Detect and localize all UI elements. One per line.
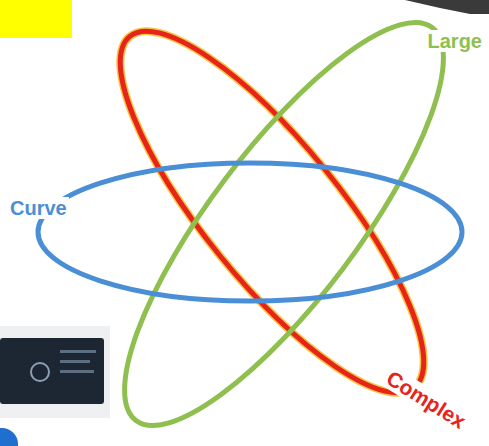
complex-orbit-edge xyxy=(77,0,467,430)
dashboard-bar xyxy=(60,360,90,363)
bullet-circle xyxy=(0,428,18,446)
yellow-block xyxy=(0,0,72,38)
dashboard-dial xyxy=(31,363,49,381)
orbit-label: Complex xyxy=(381,365,472,434)
dashboard-bar xyxy=(60,370,94,373)
orbit-label: Curve xyxy=(8,197,69,219)
large-orbit xyxy=(77,0,489,446)
dashboard-bar xyxy=(60,350,96,353)
complex-orbit xyxy=(77,0,467,430)
corner-device xyxy=(405,0,489,14)
curve-orbit xyxy=(38,163,462,301)
dashboard-screen xyxy=(0,338,104,404)
screen-frame xyxy=(0,326,110,418)
orbit-label: Large xyxy=(426,30,484,52)
